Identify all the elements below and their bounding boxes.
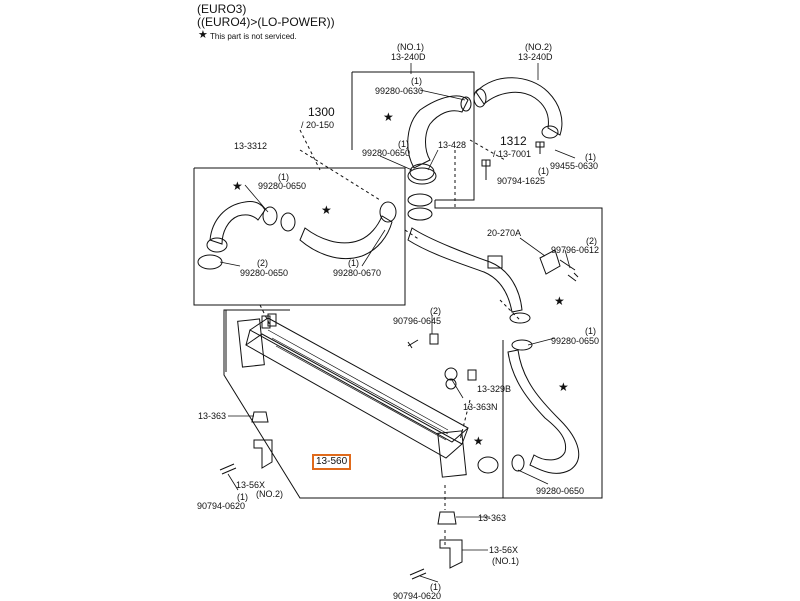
air-duct-no2 [475,77,563,136]
part-label: (2) [257,258,268,268]
bolt-13-7001 [535,141,545,154]
bolt-90794-1625 [481,159,491,180]
ref-1312[interactable]: 1312 [500,134,527,148]
part-label: 13-363 [478,513,507,523]
star-icon: ★ [198,29,208,41]
intercooler-core [249,317,469,443]
part-label: 90794-0620 [197,501,246,511]
part-label: (1) [538,166,549,176]
part-label: (1) [278,172,289,182]
part-label: 13-56X [236,480,266,490]
star-icon: ★ [321,203,332,217]
part-label: 13-363N [463,402,498,412]
intercooler-frame [223,309,503,499]
ref-1300[interactable]: 1300 [308,105,335,119]
hose-upper [407,95,469,169]
star-icon: ★ [554,294,565,308]
part-label: 99280-0650 [240,268,289,278]
part-label: 99280-0670 [333,268,382,278]
part-label: (2) [586,236,597,246]
part-label: (1) [585,326,596,336]
header-note: This part is not serviced. [210,32,297,41]
part-label: 13-428 [438,140,467,150]
part-label: 99455-0630 [550,161,599,171]
star-icon: ★ [473,434,484,448]
star-icon: ★ [383,110,394,124]
part-label: 90794-1625 [497,176,546,186]
part-label: (1) [430,582,441,592]
bolt-99796-0612 [567,272,579,282]
part-label: 99280-0650 [362,148,411,158]
part-label: 99280-0650 [258,181,307,191]
part-label: 13-3312 [234,141,268,151]
part-label: 99796-0612 [551,245,600,255]
hose-lower-right [507,349,580,474]
part-label: 20-270A [487,228,522,238]
part-label: 90796-0645 [393,316,442,326]
part-label: 90794-0620 [393,591,442,601]
ref-1300-sub: / 20-150 [301,120,335,130]
part-label: 99280-0630 [375,86,424,96]
hose-inset-left [209,201,266,245]
part-label: (NO.2) [256,489,283,499]
part-label: 99280-0650 [536,486,585,496]
part-label: (1) [237,492,248,502]
part-label: (1) [411,76,422,86]
part-label: 99280-0650 [551,336,600,346]
star-icon: ★ [558,380,569,394]
part-label: 13-240D [391,52,426,62]
part-label: (NO.1) [492,556,519,566]
part-label: 13-56X [489,545,519,555]
part-label-highlighted[interactable]: 13-560 [312,454,352,470]
part-label: 13-240D [518,52,553,62]
star-icon: ★ [232,179,243,193]
hose-inset-right [299,215,393,260]
part-label: (NO.1) [397,42,424,52]
upper-right-frame [434,200,603,499]
part-label: 13-363 [198,411,227,421]
ref-1312-sub: / 13-7001 [493,149,532,159]
header-line2: ((EURO4)>(LO-POWER)) [197,15,335,29]
header-line1: (EURO3) [197,2,247,16]
part-label: (1) [585,152,596,162]
part-label: (1) [348,258,359,268]
part-label: (2) [430,306,441,316]
pipe-main [407,227,523,313]
part-label: (1) [398,139,409,149]
part-label: (NO.2) [525,42,552,52]
part-label: 13-329B [477,384,512,394]
left-inset-frame [193,167,406,306]
